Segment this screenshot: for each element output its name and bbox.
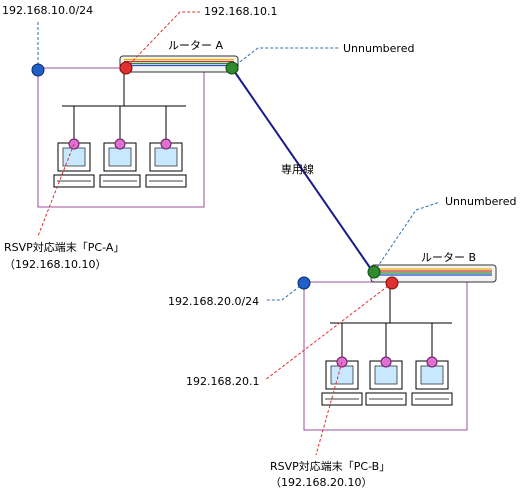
pc-a-2-node bbox=[114, 138, 126, 150]
net-a-node bbox=[31, 63, 45, 77]
label-unnumbered-a: Unnumbered bbox=[343, 42, 414, 55]
pc-b-2-node bbox=[380, 356, 392, 368]
pc-b-3 bbox=[411, 360, 453, 406]
leader-pc-b bbox=[315, 361, 343, 456]
label-router-a-ip: 192.168.10.1 bbox=[204, 5, 277, 18]
label-pc-a-line1: RSVP対応端末「PC-A」 bbox=[4, 240, 124, 254]
pc-a-1 bbox=[53, 142, 95, 188]
pc-a-3 bbox=[145, 142, 187, 188]
label-router-b-ip: 192.168.20.1 bbox=[186, 375, 259, 388]
pc-b-3-node bbox=[426, 356, 438, 368]
net-b-node bbox=[297, 276, 311, 290]
router-b-wan-node bbox=[367, 265, 381, 279]
label-leased-line: 専用線 bbox=[281, 162, 314, 176]
leader-unnumbered-b bbox=[373, 201, 441, 273]
leader-pc-a bbox=[37, 143, 75, 237]
label-unnumbered-b: Unnumbered bbox=[445, 195, 516, 208]
pc-b-2 bbox=[365, 360, 407, 406]
leader-router-a-ip bbox=[125, 11, 200, 69]
lan-b-bus bbox=[330, 283, 452, 362]
label-pc-b-line1: RSVP対応端末「PC-B」 bbox=[270, 459, 390, 473]
pc-b-1 bbox=[321, 360, 363, 406]
label-router-a: ルーター A bbox=[168, 39, 223, 52]
router-a bbox=[119, 55, 239, 73]
pc-a-2 bbox=[99, 142, 141, 188]
router-a-wan-node bbox=[225, 61, 239, 75]
label-net-b: 192.168.20.0/24 bbox=[168, 295, 259, 308]
pc-a-3-node bbox=[160, 138, 172, 150]
lan-a-bus bbox=[62, 68, 186, 144]
label-router-b: ルーター B bbox=[421, 251, 476, 264]
router-a-lan-node bbox=[119, 61, 133, 75]
leader-net-b bbox=[266, 282, 305, 301]
leased-line bbox=[231, 67, 374, 273]
label-pc-a-line2: （192.168.10.10） bbox=[4, 258, 106, 271]
leader-router-b-ip bbox=[264, 282, 393, 381]
label-net-a: 192.168.10.0/24 bbox=[2, 4, 93, 17]
leader-unnumbered-a bbox=[231, 47, 340, 69]
router-b-lan-node bbox=[385, 276, 399, 290]
label-pc-b-line2: （192.168.20.10） bbox=[270, 476, 372, 489]
